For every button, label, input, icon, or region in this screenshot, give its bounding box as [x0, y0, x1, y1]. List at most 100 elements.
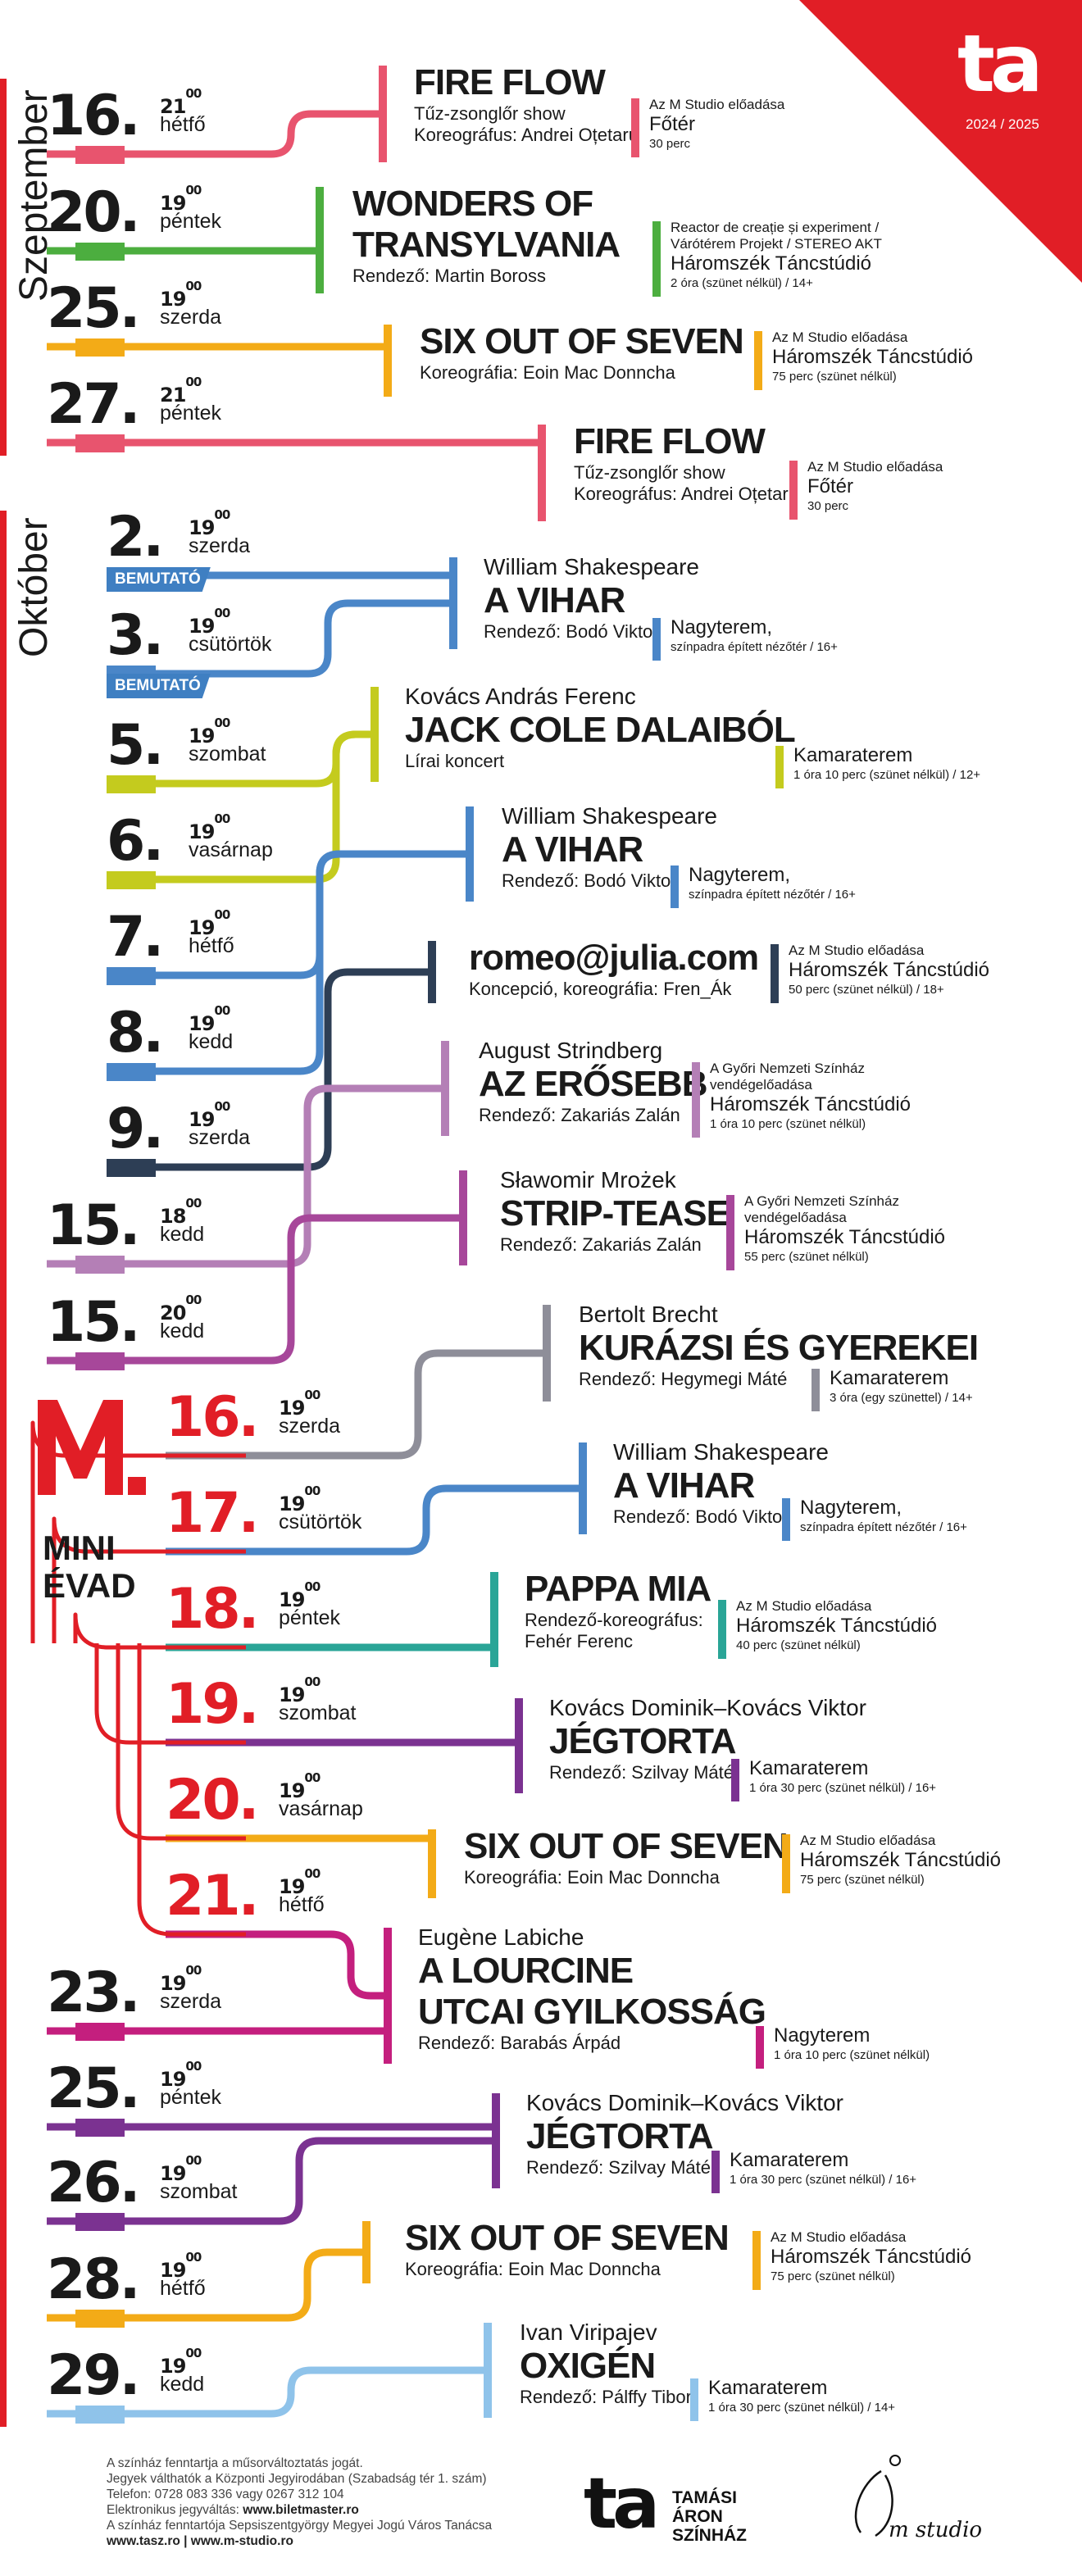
- venue-bar: [690, 2378, 698, 2421]
- date-day: 20.: [166, 1768, 259, 1833]
- date-weekday: péntek: [160, 402, 222, 425]
- venue-producer: Az M Studio előadása: [807, 459, 943, 475]
- show-author: William Shakespeare: [613, 1439, 829, 1465]
- date-connector: [107, 730, 371, 884]
- date-time: 2100: [160, 86, 202, 118]
- date-weekday: hétfő: [279, 1893, 325, 1916]
- show-credit: Koncepció, koreográfia: Fren_Ák: [469, 979, 732, 999]
- venue-duration: 1 óra 30 perc (szünet nélkül) / 16+: [730, 2173, 917, 2187]
- show-credit: Koreográfia: Eoin Mac Donncha: [464, 1867, 720, 1888]
- venue-duration: színpadra épített nézőtér / 16+: [800, 1520, 967, 1534]
- venue-duration: 75 perc (szünet nélkül): [771, 2269, 895, 2283]
- date-day: 29.: [47, 2343, 140, 2408]
- date-day: 7.: [107, 905, 164, 970]
- date-underline: [75, 338, 125, 357]
- show-title: FIRE FLOW: [414, 62, 606, 102]
- show-credit: Rendező: Szilvay Máté: [549, 1762, 734, 1783]
- venue-name: Háromszék Táncstúdió: [736, 1615, 937, 1637]
- date-underline: [75, 434, 125, 452]
- venue-duration: 1 óra 10 perc (szünet nélkül) / 12+: [793, 768, 981, 782]
- date-connector: [166, 1484, 579, 1556]
- date-day: 15.: [47, 1290, 140, 1355]
- venue-duration: 30 perc: [807, 499, 849, 513]
- date-weekday: hétfő: [160, 113, 206, 136]
- date-weekday: vasárnap: [189, 838, 273, 861]
- venue-duration: 30 perc: [649, 137, 691, 151]
- venue-producer: Az M Studio előadása: [736, 1598, 872, 1614]
- date-weekday: szerda: [160, 306, 222, 329]
- venue-bar: [775, 746, 784, 788]
- venue-duration: 75 perc (szünet nélkül): [800, 1873, 925, 1887]
- venue-bar: [631, 98, 639, 157]
- show-title: UTCAI GYILKOSSÁG: [418, 1992, 766, 2032]
- show-title: KURÁZSI ÉS GYEREKEI: [579, 1328, 979, 1368]
- mini-evad-line: [94, 1643, 246, 1745]
- show-credit: Rendező: Hegymegi Máté: [579, 1369, 788, 1389]
- show-title: SIX OUT OF SEVEN: [464, 1826, 789, 1866]
- venue-producer: Az M Studio előadása: [771, 2229, 907, 2245]
- show-bar: [362, 2221, 371, 2283]
- venue-name: Főtér: [807, 475, 854, 497]
- date-time: 1900: [160, 2250, 202, 2282]
- show-bar: [490, 1572, 498, 1667]
- venue-bar: [692, 1062, 700, 1138]
- show-title: PAPPA MIA: [525, 1569, 711, 1609]
- show-author: Eugène Labiche: [418, 1924, 584, 1950]
- show-title: A VIHAR: [484, 580, 625, 620]
- date-time: 1900: [279, 1866, 321, 1898]
- show-title: WONDERS OF: [352, 184, 593, 224]
- date-time: 1900: [160, 1963, 202, 1995]
- date-time: 1900: [160, 183, 202, 215]
- date-weekday: szerda: [189, 1126, 251, 1149]
- date-underline: [75, 2406, 125, 2424]
- show-title: JÉGTORTA: [549, 1721, 737, 1761]
- premiere-badge: BEMUTATÓ: [107, 567, 211, 592]
- venue-producer: Az M Studio előadása: [649, 97, 785, 112]
- show-credit: Lírai koncert: [405, 751, 505, 771]
- show-bar: [543, 1305, 551, 1402]
- venue-duration: 55 perc (szünet nélkül): [744, 1250, 869, 1264]
- venue-duration: 1 óra 30 perc (szünet nélkül) / 16+: [749, 1781, 937, 1795]
- ticket-link[interactable]: www.biletmaster.ro: [243, 2503, 359, 2517]
- show-bar: [384, 325, 392, 397]
- show-title: JÉGTORTA: [526, 2116, 714, 2156]
- venue-info: Nagyterem,színpadra épített nézőtér / 16…: [671, 616, 838, 656]
- venue-duration: 3 óra (egy szünettel) / 14+: [830, 1391, 973, 1405]
- venue-name: Nagyterem: [774, 2024, 871, 2047]
- date-time: 1900: [279, 1483, 321, 1515]
- venue-producer: Reactor de creație și experiment /: [671, 220, 880, 235]
- venue-info: Reactor de creație și experiment /Váróté…: [671, 220, 882, 292]
- venue-name: Háromszék Táncstúdió: [771, 2246, 971, 2268]
- date-underline: [107, 1159, 156, 1177]
- venue-bar: [782, 1498, 790, 1541]
- venue-name: Főtér: [649, 113, 696, 135]
- date-underline: [107, 775, 156, 793]
- date-time: 2000: [160, 1293, 202, 1324]
- date-underline: [75, 1352, 125, 1370]
- venue-producer: A Győri Nemzeti Színház: [710, 1061, 865, 1076]
- date-day: 20.: [47, 180, 140, 245]
- show-bar: [466, 806, 474, 902]
- date-day: 16.: [166, 1385, 259, 1450]
- venue-duration: színpadra épített nézőtér / 16+: [689, 888, 856, 902]
- show-credit: Koreográfus: Andrei Oțetaru: [414, 125, 639, 145]
- date-time: 1900: [279, 1579, 321, 1611]
- show-title: SIX OUT OF SEVEN: [405, 2218, 730, 2258]
- venue-name: Kamaraterem: [730, 2149, 849, 2171]
- date-time: 1900: [279, 1674, 321, 1706]
- website-links[interactable]: www.tasz.ro | www.m-studio.ro: [107, 2534, 293, 2548]
- show-credit: Rendező: Pálffy Tibor: [520, 2387, 692, 2407]
- venue-producer: vendégelőadása: [744, 1210, 847, 1225]
- venue-bar: [726, 1195, 734, 1270]
